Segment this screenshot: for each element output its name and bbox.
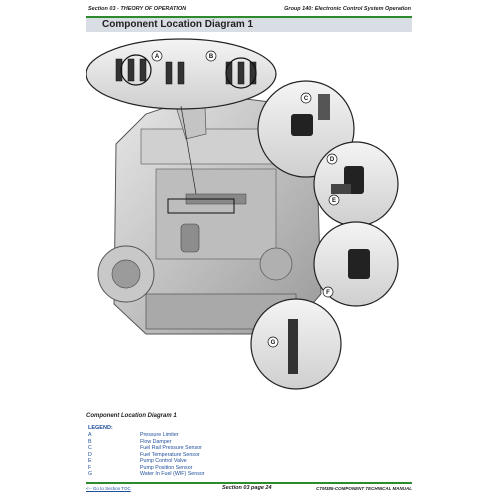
engine-block (97, 66, 322, 335)
legend-title: LEGEND: (88, 425, 113, 431)
legend-text: Pump Position Sensor (140, 464, 193, 471)
legend-item: E Pump Control Valve (88, 458, 205, 465)
legend-item: A Pressure Limiter (88, 432, 205, 439)
title-bar (86, 18, 412, 32)
legend-item: C Fuel Rail Pressure Sensor (88, 445, 205, 452)
legend-text: Pressure Limiter (140, 432, 179, 438)
legend-item: G Water In Fuel (WIF) Sensor (88, 471, 205, 478)
callout-d: D (330, 157, 335, 163)
legend-text: Water In Fuel (WIF) Sensor (140, 471, 205, 477)
callout-g: G (271, 340, 276, 346)
legend-text: Fuel Rail Pressure Sensor (140, 445, 202, 451)
inset-fuel-temperature-sensor (313, 141, 399, 227)
legend-letter: E (88, 458, 92, 464)
page-number: Section 03 page 24 (222, 485, 272, 491)
legend-letter: A (88, 432, 92, 438)
legend-letter: D (88, 451, 92, 458)
callout-a: A (155, 54, 160, 60)
section-toc-link[interactable]: <-- Go to Section TOC (86, 486, 131, 491)
header-group: Group 140: Electronic Control System Ope… (284, 6, 411, 12)
legend-letter: F (88, 464, 92, 471)
inset-wif-sensor (250, 298, 342, 390)
legend-item: D Fuel Temperature Sensor (88, 452, 205, 459)
legend-text: Flow Damper (140, 438, 172, 445)
callout-e: E (332, 198, 336, 204)
engine-diagram: A B C D E F G (86, 38, 399, 390)
legend-letter: G (88, 471, 93, 477)
header-section: Section 03 - THEORY OF OPERATION (88, 6, 187, 12)
footer-divider (86, 482, 412, 484)
legend-text: Pump Control Valve (140, 458, 187, 464)
callout-f: F (326, 290, 330, 296)
page-title: Component Location Diagram 1 (102, 19, 254, 30)
header-divider (86, 16, 412, 18)
legend-letter: B (88, 438, 92, 445)
manual-name: CTM385-COMPONENT TECHNICAL MANUAL (316, 486, 412, 491)
inset-pump-position-sensor (313, 221, 399, 307)
callout-c: C (304, 96, 309, 102)
figure-caption: Component Location Diagram 1 (86, 413, 177, 419)
zoom-box (167, 198, 235, 214)
legend: A Pressure Limiter B Flow Damper C Fuel … (88, 432, 205, 478)
legend-text: Fuel Temperature Sensor (140, 451, 200, 458)
legend-item: B Flow Damper (88, 439, 205, 446)
legend-letter: C (88, 445, 92, 451)
callout-b: B (209, 54, 214, 60)
legend-item: F Pump Position Sensor (88, 465, 205, 472)
inset-pressure-limiter (86, 38, 277, 195)
